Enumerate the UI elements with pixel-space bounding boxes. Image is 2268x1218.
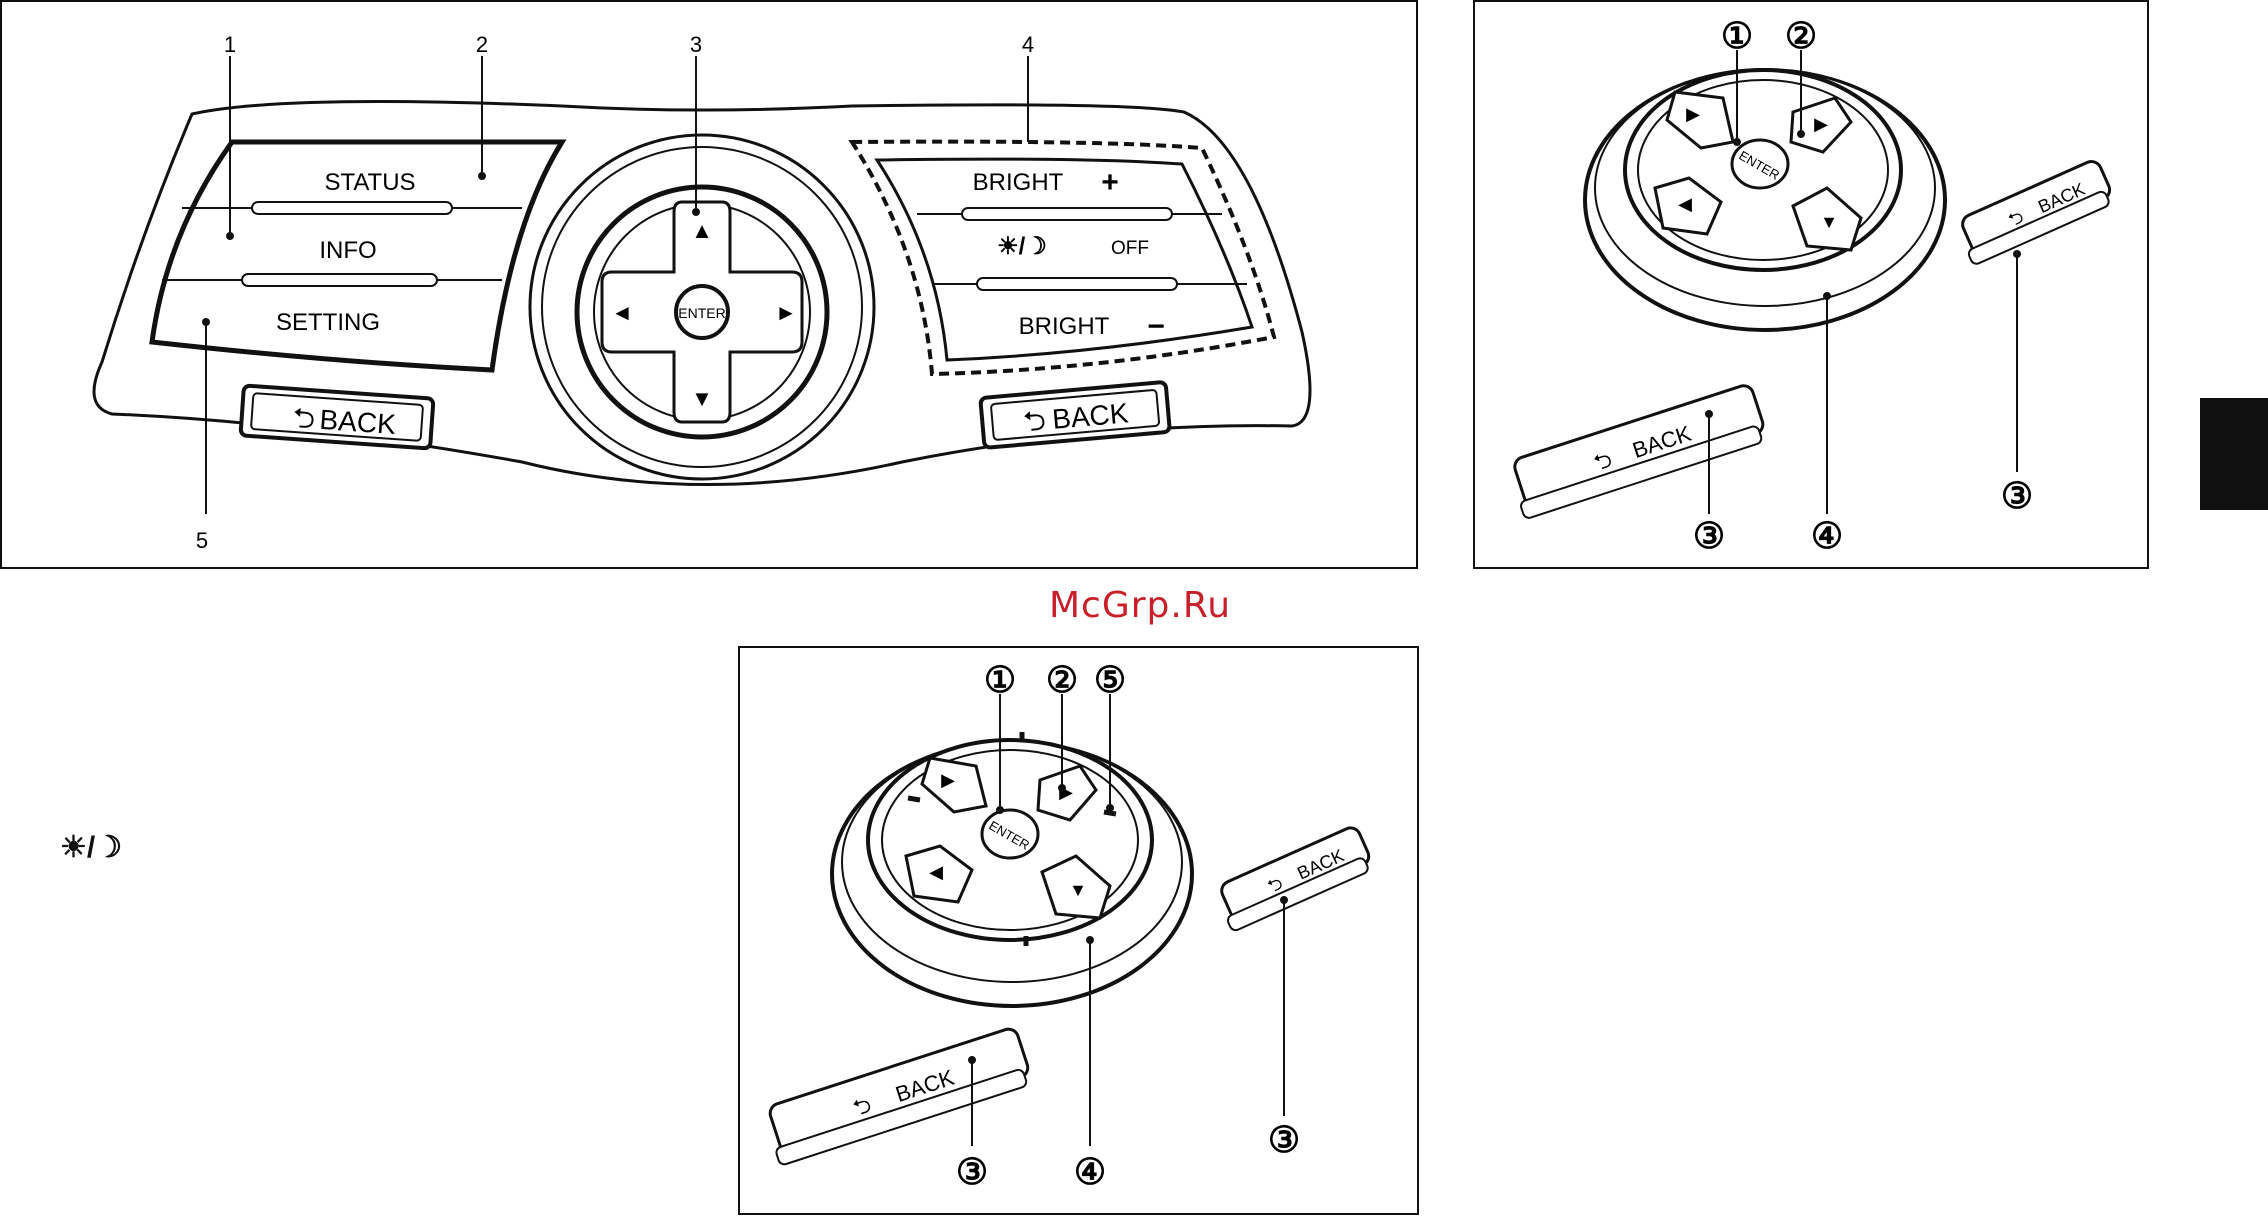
panel-c-illustration: ▶ ▶ ◀ ▼ ENTER ⮌ BACK ⮌ BACK ① ② ⑤ ③ ③ ④ <box>740 648 1417 1213</box>
setting-button-label[interactable]: SETTING <box>276 309 380 336</box>
svg-text:▶: ▶ <box>941 770 955 790</box>
left-back-button[interactable]: ⮌ BACK <box>240 385 433 448</box>
bright-minus-label[interactable]: BRIGHT <box>1019 313 1110 340</box>
callout-4: ④ <box>1811 515 1843 556</box>
callout-1: ① <box>984 659 1016 700</box>
back-key-left[interactable]: ⮌ BACK <box>1507 383 1769 519</box>
callout-2: 2 <box>476 32 488 57</box>
status-button-label[interactable]: STATUS <box>324 169 415 196</box>
section-tab <box>2200 398 2268 510</box>
back-label: BACK <box>319 404 398 440</box>
callout-2: ② <box>1046 659 1078 700</box>
day-night-icon[interactable]: ☀/☽ <box>997 233 1047 260</box>
callout-3-right: ③ <box>1268 1119 1300 1160</box>
day-night-icon: ☀/☽ <box>60 830 122 865</box>
info-button-label[interactable]: INFO <box>319 237 376 264</box>
svg-text:⮌: ⮌ <box>1022 405 1047 438</box>
diagram-panel-b: ▶ ▶ ◀ ▼ ENTER ⮌ BACK ⮌ BACK ① ② ③ ③ ④ <box>1473 0 2149 569</box>
callout-4: ④ <box>1074 1151 1106 1192</box>
callout-5: ⑤ <box>1094 659 1126 700</box>
callout-5: 5 <box>196 528 208 553</box>
callout-1: 1 <box>224 32 236 57</box>
callout-4: 4 <box>1022 32 1034 57</box>
svg-text:◀: ◀ <box>1678 194 1692 214</box>
right-arrow-button[interactable]: ► <box>775 300 797 325</box>
callout-2: ② <box>1785 15 1817 56</box>
left-arrow-button[interactable]: ◄ <box>611 300 633 325</box>
panel-a-illustration: STATUS INFO SETTING ⮌ BACK ▲ ▼ ◄ ► ENTER… <box>2 2 1416 567</box>
callout-3-left: ③ <box>956 1151 988 1192</box>
svg-text:▶: ▶ <box>1814 114 1828 134</box>
up-arrow-button[interactable]: ▲ <box>691 218 713 243</box>
down-arrow-button[interactable]: ▼ <box>691 386 713 411</box>
svg-text:▼: ▼ <box>1069 880 1087 900</box>
diagram-panel-c: ▶ ▶ ◀ ▼ ENTER ⮌ BACK ⮌ BACK ① ② ⑤ ③ ③ ④ <box>738 646 1419 1215</box>
svg-text:▼: ▼ <box>1820 212 1838 232</box>
svg-text:◀: ◀ <box>929 862 943 882</box>
callout-1: ① <box>1721 15 1753 56</box>
callout-3-right: ③ <box>2001 475 2033 516</box>
panel-b-illustration: ▶ ▶ ◀ ▼ ENTER ⮌ BACK ⮌ BACK ① ② ③ ③ ④ <box>1475 2 2147 567</box>
back-key-right[interactable]: ⮌ BACK <box>1954 158 2116 265</box>
status-info-divider <box>252 202 452 214</box>
info-setting-divider <box>242 274 437 286</box>
plus-sign: + <box>1101 166 1119 199</box>
minus-sign: − <box>1147 310 1165 343</box>
watermark: McGrp.Ru <box>1000 585 1280 626</box>
back-key-left[interactable]: ⮌ BACK <box>762 1027 1034 1166</box>
off-label[interactable]: OFF <box>1111 238 1149 259</box>
back-icon: ⮌ <box>292 402 317 434</box>
back-key-right[interactable]: ⮌ BACK <box>1213 825 1375 932</box>
bright-plus-label[interactable]: BRIGHT <box>973 169 1064 196</box>
callout-3: 3 <box>690 32 702 57</box>
callout-3-left: ③ <box>1693 515 1725 556</box>
diagram-panel-a: STATUS INFO SETTING ⮌ BACK ▲ ▼ ◄ ► ENTER… <box>0 0 1418 569</box>
svg-text:▶: ▶ <box>1686 104 1700 124</box>
enter-label: ENTER <box>678 305 725 321</box>
